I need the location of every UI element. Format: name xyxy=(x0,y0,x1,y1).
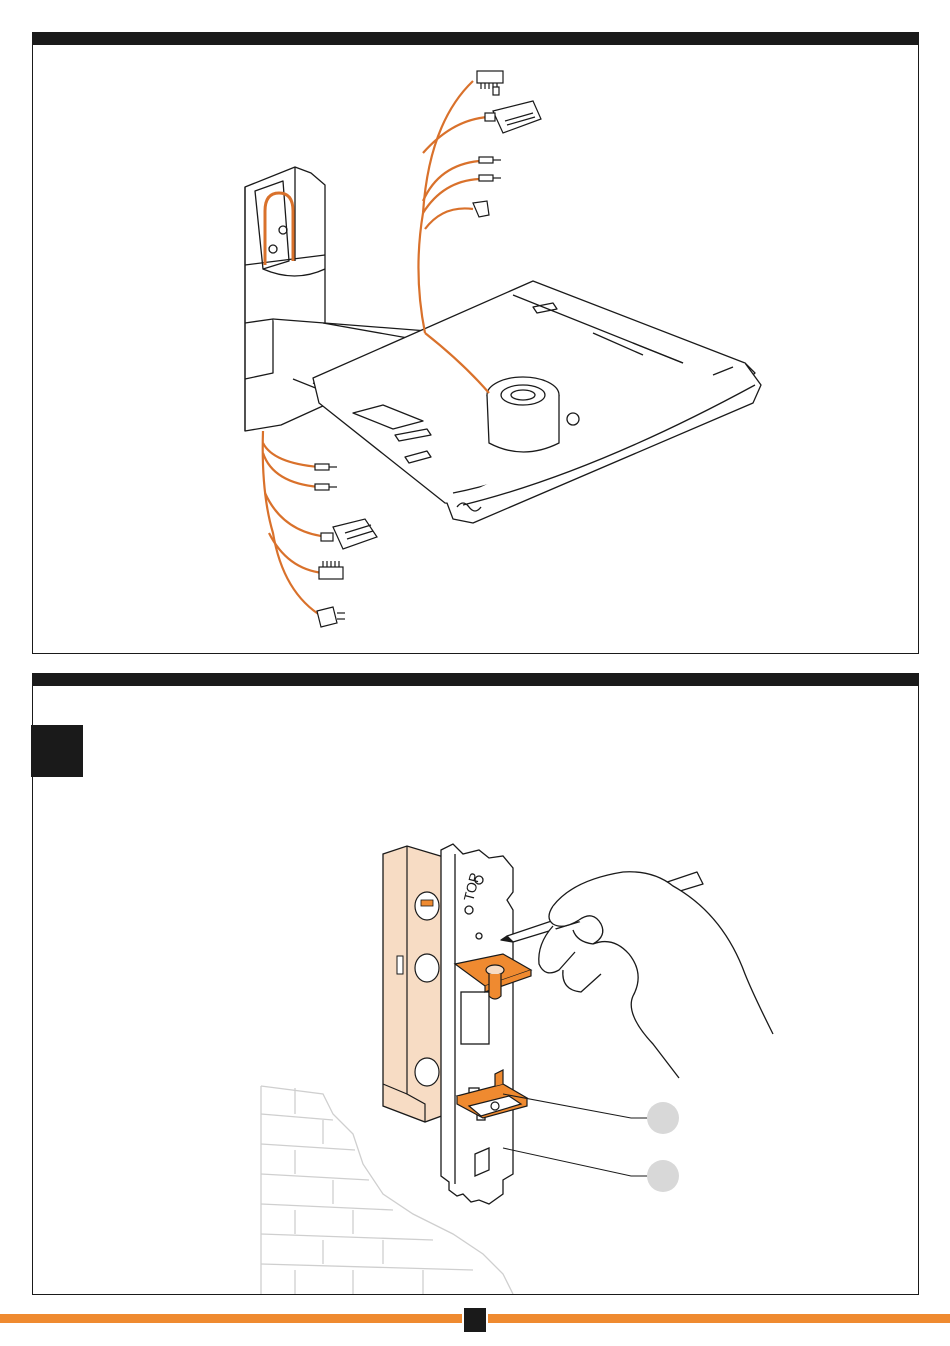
level-tool-illustration xyxy=(383,846,447,1122)
illustration-panel-top xyxy=(32,32,919,654)
callout-marker xyxy=(647,1102,679,1134)
installation-step-illustration: TOP xyxy=(33,674,918,1294)
wall-plate-illustration: TOP xyxy=(441,844,513,1204)
callout-marker xyxy=(647,1160,679,1192)
illustration-panel-bottom: TOP xyxy=(32,673,919,1295)
pencil-hand-illustration xyxy=(501,872,773,1078)
page-number-marker xyxy=(462,1306,488,1334)
cable-connector-icon xyxy=(477,71,503,83)
step-number-marker xyxy=(31,725,83,777)
mount-bracket-illustration xyxy=(33,33,918,653)
